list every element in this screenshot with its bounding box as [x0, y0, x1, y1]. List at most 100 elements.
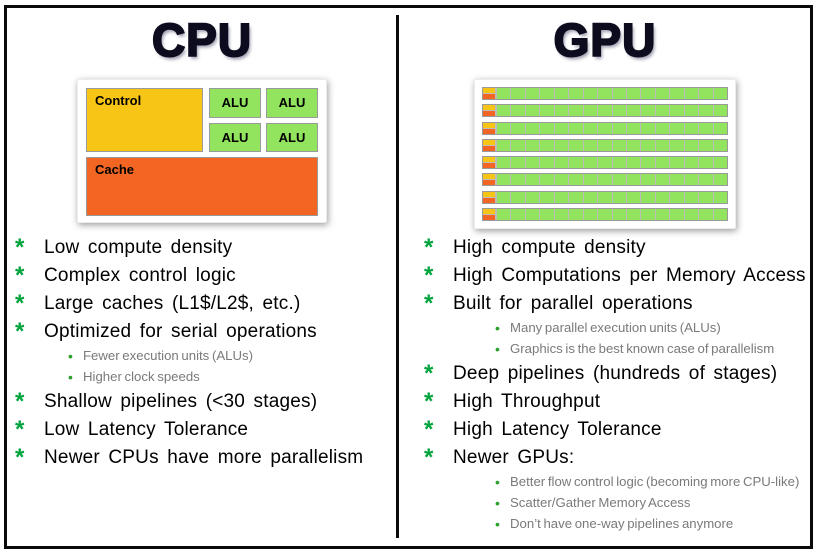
cpu-bullet-list: * Low compute density * Complex control log…	[8, 236, 396, 471]
gpu-alu-cell	[497, 105, 511, 117]
gpu-alu-cell	[497, 122, 511, 134]
gpu-alu-cell	[641, 122, 655, 134]
gpu-core-row	[482, 87, 728, 100]
gpu-alu-cell	[684, 88, 699, 99]
bullet-item: *Deep pipelines (hundreds of stages)	[417, 362, 807, 386]
gpu-control-cell	[483, 105, 495, 111]
bullet-text: Optimized for serial operations	[44, 321, 317, 342]
gpu-core-row	[482, 173, 728, 187]
gpu-alu-cell	[583, 174, 598, 186]
gpu-alu-cell	[699, 208, 713, 220]
gpu-alu-cell	[554, 157, 569, 169]
gpu-core-row	[482, 207, 728, 221]
gpu-alu-cell	[713, 139, 727, 151]
alu-block: ALU	[266, 88, 318, 118]
gpu-alu-cell	[525, 105, 540, 117]
bullet-text: Built for parallel operations	[453, 293, 693, 314]
dot-bullet-icon: •	[495, 495, 500, 511]
gpu-cache-cell	[483, 145, 495, 151]
bullet-text: Low Latency Tolerance	[44, 419, 249, 440]
gpu-alu-cell	[497, 88, 511, 99]
cache-label: Cache	[95, 162, 135, 177]
bullet-text: Low compute density	[44, 237, 233, 258]
bullet-text: Complex control logic	[44, 265, 236, 286]
sub-bullet-item: •Graphics is the best known case of para…	[495, 341, 807, 357]
bullet-item: * Complex control logic	[8, 262, 396, 289]
bullet-text: High Latency Tolerance	[453, 419, 662, 440]
gpu-alu-cell	[569, 208, 583, 220]
gpu-alu-cell	[554, 122, 569, 134]
gpu-alu-cell	[554, 174, 569, 186]
gpu-core-row	[482, 104, 728, 118]
alu-block: ALU	[209, 88, 261, 118]
bullet-item: *Optimized for serial operations	[8, 320, 396, 344]
gpu-alu-cell	[626, 139, 641, 151]
star-bullet-icon: *	[15, 290, 25, 317]
gpu-control-cache-block	[483, 88, 495, 99]
gpu-alu-cell	[540, 191, 554, 203]
gpu-alu-cell	[655, 122, 670, 134]
gpu-alu-cell	[713, 88, 727, 99]
gpu-alu-cell	[497, 208, 511, 220]
gpu-alu-cell	[569, 191, 583, 203]
gpu-diagram	[474, 79, 736, 229]
gpu-alu-cell	[670, 122, 684, 134]
gpu-alu-cell	[612, 157, 626, 169]
bullet-item: * Newer CPUs have more parallelism	[8, 444, 396, 471]
gpu-alu-cell	[641, 157, 655, 169]
gpu-alu-cell	[598, 208, 612, 220]
gpu-alu-cell	[684, 208, 699, 220]
gpu-control-cell	[483, 139, 495, 145]
gpu-alu-cell	[569, 88, 583, 99]
gpu-alu-cell	[554, 88, 569, 99]
gpu-alu-cell	[684, 122, 699, 134]
gpu-core-row	[482, 121, 728, 135]
gpu-alu-cell	[511, 208, 525, 220]
sub-bullet-text: Higher clock speeds	[83, 369, 200, 384]
gpu-alu-cell	[626, 157, 641, 169]
sub-bullet-item: •Better flow control logic (becoming mor…	[495, 474, 807, 490]
gpu-alu-cell	[670, 139, 684, 151]
gpu-alu-cell	[713, 105, 727, 117]
gpu-alu-cell	[540, 157, 554, 169]
gpu-alu-cell	[684, 191, 699, 203]
gpu-alu-cell	[626, 122, 641, 134]
gpu-alu-cell	[598, 88, 612, 99]
gpu-alu-cell	[554, 105, 569, 117]
gpu-alu-cell	[699, 191, 713, 203]
gpu-alu-cell	[540, 88, 554, 99]
gpu-alu-cell	[655, 174, 670, 186]
bullet-text: Deep pipelines (hundreds of stages)	[453, 363, 778, 384]
gpu-alu-cell	[713, 174, 727, 186]
gpu-alu-cell	[598, 122, 612, 134]
gpu-core-row	[482, 190, 728, 204]
slide-frame	[4, 5, 813, 549]
gpu-alu-cell	[641, 105, 655, 117]
gpu-alu-cell	[655, 105, 670, 117]
gpu-alu-cell	[554, 208, 569, 220]
gpu-alu-cell	[684, 105, 699, 117]
gpu-alu-cell	[699, 105, 713, 117]
star-bullet-icon: *	[15, 262, 25, 289]
gpu-alu-cell	[612, 208, 626, 220]
gpu-alu-cell	[626, 105, 641, 117]
gpu-alu-cell	[612, 105, 626, 117]
star-bullet-icon: *	[15, 444, 25, 471]
gpu-alu-cell	[598, 105, 612, 117]
bullet-item: *Newer GPUs:	[417, 446, 807, 470]
gpu-control-cache-block	[483, 157, 495, 169]
gpu-title: GPU	[553, 13, 657, 67]
gpu-control-cache-block	[483, 191, 495, 203]
gpu-alu-cell	[511, 88, 525, 99]
cache-block: Cache	[86, 157, 318, 216]
star-bullet-icon: *	[15, 388, 25, 415]
gpu-alu-cell	[598, 191, 612, 203]
dot-bullet-icon: •	[495, 516, 500, 532]
gpu-alu-cell	[583, 157, 598, 169]
star-bullet-icon: *	[424, 262, 434, 289]
gpu-alu-cell	[583, 208, 598, 220]
gpu-alu-cell	[511, 174, 525, 186]
bullet-text: Newer CPUs have more parallelism	[44, 447, 364, 468]
gpu-alu-cell	[583, 88, 598, 99]
gpu-alu-cell	[641, 174, 655, 186]
